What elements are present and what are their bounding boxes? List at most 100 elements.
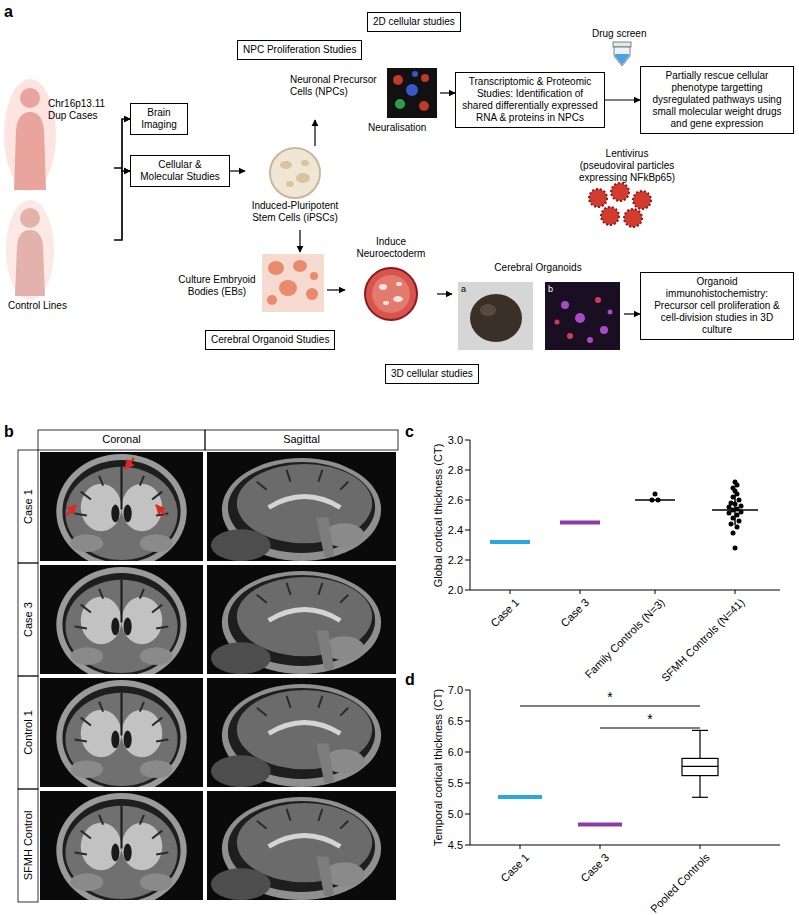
ipsc-dish — [286, 181, 294, 187]
data-marks — [699, 730, 700, 758]
mri-scan — [40, 678, 203, 795]
npc-image — [393, 75, 403, 85]
chart-axes — [520, 845, 700, 849]
significance-star: * — [600, 690, 620, 704]
data-marks — [733, 546, 738, 551]
illustrated-node: Cerebral Organoids — [452, 262, 624, 354]
virus-particles — [589, 189, 607, 207]
node-text: Cellular & Molecular Studies — [136, 159, 224, 183]
data-marks — [560, 521, 600, 525]
node-text: Control Lines — [8, 300, 88, 312]
flow-arrow — [437, 293, 452, 294]
data-marks — [734, 495, 736, 525]
flow-arrow — [114, 119, 130, 240]
illustrated-node: Culture Embryoid Bodies (EBs) — [175, 252, 327, 314]
chart-axes — [465, 690, 470, 845]
neuroectoderm-dish — [379, 284, 387, 290]
organoid-images — [608, 310, 613, 315]
panel-letter: a — [4, 2, 13, 21]
data-marks — [692, 730, 708, 731]
npc-image — [419, 101, 429, 111]
npc-image — [406, 84, 418, 96]
panel-letter: d — [405, 670, 415, 689]
data-marks — [733, 480, 738, 485]
chart-axes — [470, 440, 780, 590]
illustrated-node: Control Lines — [8, 200, 114, 322]
npc-image — [395, 99, 405, 109]
node-text: 2D cellular studies — [373, 16, 455, 28]
embryoid-body-image — [267, 295, 277, 305]
drug-tube — [614, 47, 630, 66]
process-box: Brain Imaging — [130, 103, 188, 135]
node-text: Culture Embryoid Bodies (EBs) — [175, 274, 259, 298]
illustrated-node: Chr16p13.11 Dup Cases — [8, 80, 114, 190]
row-header: Case 3 — [22, 563, 35, 676]
mri-grid — [18, 563, 38, 676]
axis-tick-label: 7.0 — [430, 683, 463, 697]
mri-scan — [40, 565, 203, 682]
neuroectoderm-dish — [365, 268, 417, 320]
node-text: Organoid immunohistochemistry: Precursor… — [646, 276, 788, 336]
mri-scan — [40, 452, 396, 908]
virus-particles — [589, 183, 651, 227]
organoid-images — [561, 301, 569, 309]
category-label: Case 1 — [488, 596, 522, 630]
organoid-images — [480, 304, 496, 316]
npc-image — [412, 71, 418, 77]
node-text: Induce Neuroectoderm — [345, 236, 437, 260]
neuroectoderm-dish — [365, 268, 417, 320]
organoid-images — [458, 282, 620, 350]
ipsc-dish — [270, 148, 320, 198]
red-arrow — [125, 458, 134, 469]
data-marks — [692, 797, 708, 798]
virus-particles — [624, 209, 642, 227]
organoid-images — [575, 313, 585, 323]
process-box: Organoid immunohistochemistry: Precursor… — [640, 272, 794, 340]
panel-letter: c — [405, 422, 414, 441]
person-figure — [15, 230, 45, 296]
person-figure — [20, 208, 40, 228]
flow-arrow — [314, 120, 315, 146]
illustration-label: (pseudoviral particles expressing NFkBp6… — [568, 160, 686, 184]
image-label: b — [548, 284, 553, 295]
data-marks — [727, 480, 744, 551]
data-marks — [635, 499, 675, 501]
axis-tick-label: 2.4 — [430, 523, 463, 537]
mri-scan — [40, 791, 203, 908]
mri-scan — [207, 791, 396, 900]
red-arrow — [156, 505, 166, 516]
data-marks — [735, 525, 740, 530]
drug-tube — [613, 42, 631, 47]
axis-tick-label: 4.5 — [430, 838, 463, 852]
neuroectoderm-dish — [396, 282, 402, 286]
mri-grid — [18, 676, 38, 789]
embryoid-body-image — [262, 254, 324, 312]
data-marks — [739, 504, 744, 509]
data-marks — [727, 511, 732, 516]
row-header: SFMH Control — [22, 789, 35, 902]
illustration-label: Drug screen — [592, 28, 646, 40]
virus-particles — [611, 183, 629, 201]
npc-image — [387, 68, 437, 118]
process-box: Partially rescue cellular phenotype targ… — [640, 66, 794, 134]
chart-axes — [465, 440, 780, 849]
data-marks — [520, 705, 700, 706]
process-box: Cellular & Molecular Studies — [130, 155, 230, 187]
axis-tick-label: 2.8 — [430, 463, 463, 477]
data-marks — [490, 480, 758, 825]
mri-scan — [207, 565, 396, 674]
axis-tick-label: 6.0 — [430, 745, 463, 759]
person-figure — [4, 79, 56, 191]
node-text: Cerebral Organoids — [452, 262, 624, 274]
mri-scan — [207, 678, 396, 787]
chart-axes — [470, 690, 780, 845]
chart-axes — [510, 590, 735, 594]
mri-grid — [38, 430, 205, 450]
flow-arrow — [299, 230, 300, 252]
category-label: Case 1 — [498, 851, 532, 885]
ipsc-dish — [280, 161, 292, 169]
mri-grid — [18, 789, 38, 902]
